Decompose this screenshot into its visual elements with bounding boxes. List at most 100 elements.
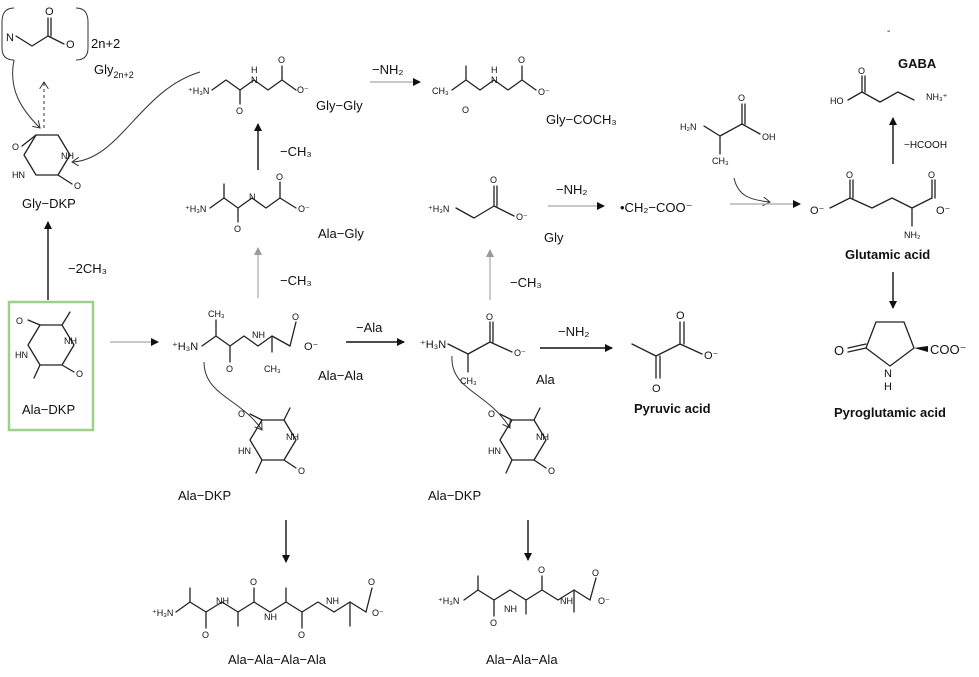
- cond-minus-nh2-a: −NH₂: [372, 62, 403, 77]
- ala: ⁺H₃N O O⁻ CH₃ Ala: [420, 312, 556, 387]
- alanine-backbone: [703, 123, 761, 137]
- pyroglutamic-coo: COO⁻: [930, 342, 966, 357]
- alanine-free: H₂N O OH CH₃: [680, 93, 776, 166]
- gly-o: O: [490, 175, 497, 185]
- ala-gly-o2: O: [276, 172, 283, 182]
- left-bracket: [1, 7, 15, 61]
- cond-minus-ch3-a: −CH₃: [280, 144, 312, 159]
- gly-name: Gly: [544, 230, 564, 245]
- ala3-o1: O: [490, 618, 497, 628]
- gly-dkp-co1: [21, 134, 37, 147]
- pyruvic-o1: O: [652, 383, 661, 395]
- ala4-o1: O: [202, 630, 209, 640]
- gly-dkp-co2: [57, 174, 73, 185]
- ala3-nh2: NH: [560, 596, 573, 606]
- pyroglutamic-ring: [865, 321, 915, 367]
- glutamic-o2: O: [928, 170, 935, 180]
- ala-dkp-start-hn: HN: [15, 350, 28, 360]
- ala-dkp-start-me1: [61, 311, 71, 326]
- ala-dkp-mid-o1: O: [238, 409, 245, 419]
- gly-poly-o-top: O: [45, 6, 54, 18]
- alanine-ch3: CH₃: [712, 156, 729, 166]
- gly-coch3-h: H: [491, 65, 498, 75]
- ala-dkp-start-o1: O: [16, 316, 23, 326]
- ala4-name: Ala−Ala−Ala−Ala: [228, 652, 327, 667]
- pyruvic-name: Pyruvic acid: [634, 401, 711, 416]
- gly-coch3-name: Gly−COCH₃: [546, 112, 617, 127]
- ala4-h3n: ⁺H₃N: [152, 608, 173, 618]
- alanine-oh: OH: [762, 132, 776, 142]
- ala-ch3: CH₃: [460, 376, 477, 386]
- cond-minus-ala: −Ala: [356, 320, 383, 335]
- arrow-glygly-to-glydkp: [72, 71, 201, 162]
- gly-poly-o: O: [66, 39, 75, 51]
- ala-name: Ala: [536, 372, 556, 387]
- ala-ala-ominus: O⁻: [304, 341, 319, 353]
- ala4-nh3: NH: [326, 596, 339, 606]
- gly-h3n: ⁺H₃N: [428, 204, 449, 214]
- ala-dkp-right-nh: NH: [536, 432, 549, 442]
- alanine-h2n: H₂N: [680, 122, 697, 132]
- ala-dkp-start-o2: O: [76, 369, 83, 379]
- pyroglutamic-acid: O N H COO⁻ Pyroglutamic acid: [834, 321, 966, 420]
- pyroglutamic-co-dbl: [847, 343, 867, 349]
- ala4-o4: O: [368, 577, 375, 587]
- ala-dkp-start: O O NH HN Ala−DKP: [15, 311, 83, 417]
- gaba-o: O: [858, 66, 865, 76]
- pyruvic-backbone: [631, 343, 703, 357]
- ala3-nh1: NH: [504, 604, 517, 614]
- gly-gly: ⁺H₃N O O H N O⁻ Gly−Gly: [188, 55, 363, 116]
- ala-dkp-highlight-box: [7, 300, 95, 432]
- ala-ominus: O⁻: [514, 348, 526, 358]
- arrow-poly-to-glydkp: [12, 59, 40, 128]
- cond-minus-ch3-c: −CH₃: [510, 275, 542, 290]
- gly-poly-repeat: 2n+2: [91, 36, 120, 51]
- ala-dkp-right-me1: [533, 407, 541, 421]
- ala-gly-n: N: [249, 192, 256, 202]
- ala-gly-h3n: ⁺H₃N: [185, 204, 206, 214]
- gly-dkp: O O NH HN Gly−DKP: [12, 134, 81, 211]
- ala-dkp-right-o2: O: [548, 466, 555, 476]
- gly-gly-o1: O: [236, 106, 243, 116]
- gly-coch3-o2: O: [518, 55, 525, 65]
- ala-ala-ch3-top: CH₃: [208, 309, 225, 319]
- ala-dkp-mid-me1: [283, 407, 291, 421]
- ala-dkp-mid-co2: [283, 459, 297, 469]
- arrow-alaala-to-aladkp: [203, 361, 262, 430]
- gly-poly-backbone: [15, 35, 65, 47]
- ala3-h3n: ⁺H₃N: [438, 596, 459, 606]
- glutamic-nh2: NH₂: [904, 230, 921, 240]
- glutamic-acid: O⁻ O O O⁻ NH₂ Glutamic acid: [810, 170, 951, 262]
- arrow-ala-to-aladkp: [451, 355, 510, 428]
- gaba-ho: HO: [830, 96, 844, 106]
- ala-dkp-mid-nh: NH: [286, 432, 299, 442]
- ala-dkp-right-hn: HN: [488, 446, 501, 456]
- gly-gly-h3n: ⁺H₃N: [188, 86, 209, 96]
- ala3-o3: O: [592, 568, 599, 578]
- ala-backbone: [447, 341, 513, 355]
- gly: ⁺H₃N O O⁻ Gly: [428, 175, 564, 245]
- ala-dkp-mid-name: Ala−DKP: [178, 488, 231, 503]
- ala-ala-ch3-bot: CH₃: [264, 364, 281, 374]
- gly-dkp-o2: O: [74, 181, 81, 191]
- gly-gly-h: H: [251, 65, 258, 75]
- ala4-nh1: NH: [216, 596, 229, 606]
- cond-minus-ch3-b: −CH₃: [280, 273, 312, 288]
- gly-backbone: [455, 205, 515, 219]
- ala-ala-o1: O: [226, 364, 233, 374]
- ala-gly: ⁺H₃N O O N O⁻ Ala−Gly: [185, 172, 364, 241]
- ala3-ominus: O⁻: [598, 596, 610, 606]
- ala-dkp-mid: O O NH HN Ala−DKP: [178, 407, 305, 503]
- right-bracket: [75, 7, 89, 61]
- gly-dkp-o1: O: [12, 142, 19, 152]
- ala-dkp-start-co2: [61, 364, 75, 373]
- ala-gly-o1: O: [234, 224, 241, 234]
- ala-h3n: ⁺H₃N: [420, 339, 446, 351]
- cond-minus-2ch3: −2CH₃: [68, 261, 107, 276]
- gly-dkp-nh: NH: [61, 151, 74, 161]
- gly-coch3: CH₃ O O H N O⁻ Gly−COCH₃: [432, 55, 617, 127]
- ala-ala: ⁺H₃N CH₃ O O NH CH₃ O⁻ Ala−Ala: [172, 309, 364, 383]
- pyroglutamic-h: H: [884, 381, 892, 393]
- arrow-alanine-into-glutamic: [733, 177, 770, 202]
- gaba-nh3: NH₃⁺: [926, 92, 948, 102]
